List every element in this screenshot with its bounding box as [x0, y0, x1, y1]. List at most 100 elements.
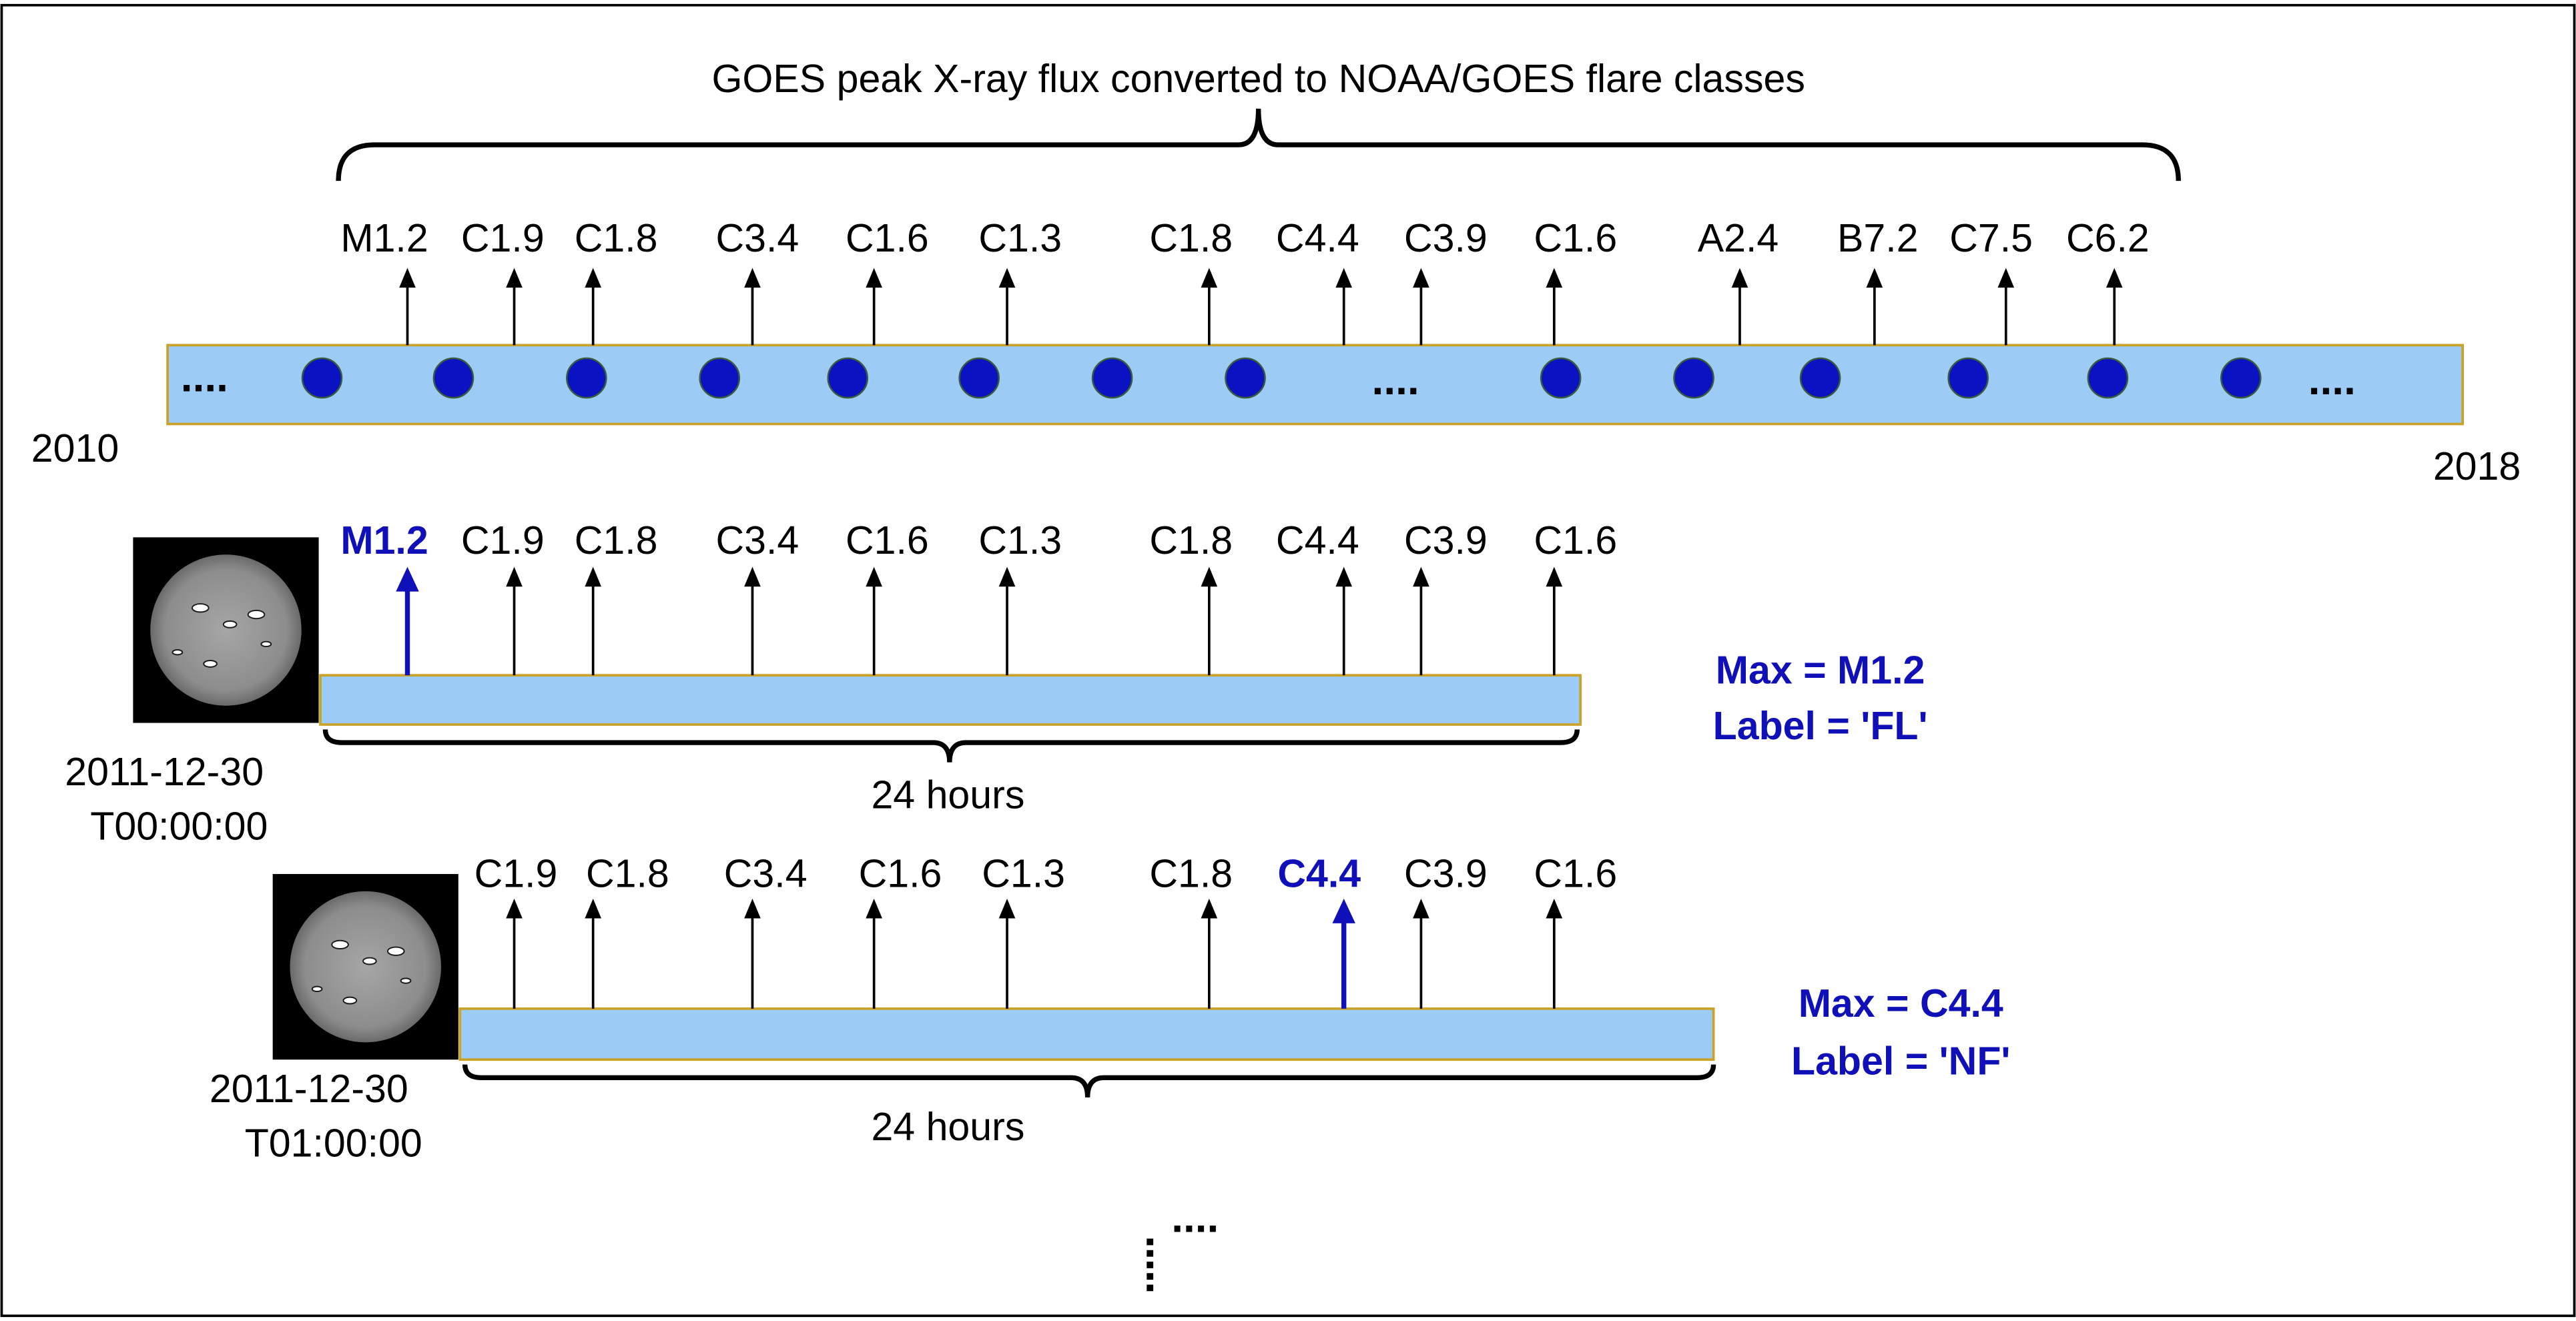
- flare-class-label: C1.8: [1149, 216, 1233, 260]
- window-1-date: 2011-12-30: [65, 750, 264, 794]
- flare-class-label: C1.6: [846, 518, 929, 562]
- sample-dot: [1673, 357, 1714, 399]
- flare-arrow-head: [744, 566, 761, 587]
- timeline-middle-ellipsis: ....: [1372, 356, 1419, 404]
- sample-dot: [699, 357, 741, 399]
- flare-class-label: C1.9: [474, 852, 558, 896]
- flare-class-label: C1.6: [1534, 216, 1617, 260]
- full-timeline-bar: [166, 344, 2464, 426]
- diagram-title: GOES peak X-ray flux converted to NOAA/G…: [711, 57, 1805, 101]
- end-year-label: 2018: [2433, 444, 2521, 488]
- flare-arrow-head: [585, 268, 601, 288]
- sample-dot: [827, 357, 869, 399]
- flare-arrow-head: [998, 268, 1016, 288]
- flare-class-label: C3.9: [1404, 852, 1488, 896]
- flare-class-label: C1.8: [586, 852, 669, 896]
- sample-dot: [1540, 357, 1582, 399]
- flare-arrow-head: [998, 898, 1016, 919]
- window-2-bar: [458, 1007, 1715, 1061]
- window-1-duration: 24 hours: [871, 773, 1024, 817]
- flare-arrow-head: [866, 898, 882, 919]
- max-flare-arrow-head: [396, 566, 419, 592]
- flare-arrow-head: [506, 566, 523, 587]
- flare-class-label: C1.8: [575, 518, 658, 562]
- sample-dot: [2087, 357, 2129, 399]
- sample-dot: [301, 357, 343, 399]
- timeline-flare-arrows: [399, 268, 2123, 346]
- window-2-brace: [462, 1064, 1716, 1097]
- flare-arrow-head: [1335, 566, 1353, 587]
- window-2-max: Max = C4.4: [1799, 981, 2003, 1025]
- flare-class-label: C1.8: [1149, 852, 1233, 896]
- window-2: 2011-12-30 T01:00:00 C1.9 C1.8 C3.4 C1.6 C1.…: [210, 852, 2011, 1166]
- window-1-bar: [319, 674, 1582, 726]
- timeline-start-ellipsis: ....: [181, 352, 228, 400]
- flare-arrow-head: [1866, 268, 1883, 288]
- window-1-max: Max = M1.2: [1716, 648, 1925, 692]
- title-brace: [336, 108, 2181, 181]
- flare-arrow-head: [866, 566, 882, 587]
- flare-class-label: C1.8: [1149, 518, 1233, 562]
- flare-class-label: C1.9: [461, 216, 545, 260]
- flare-arrow-head: [1413, 268, 1429, 288]
- flare-arrow-head: [399, 268, 416, 288]
- flare-arrow-head: [744, 268, 761, 288]
- flare-class-label: M1.2: [340, 216, 428, 260]
- flare-arrow-head: [1201, 268, 1218, 288]
- flare-arrow-head: [866, 268, 882, 288]
- flare-class-label: C1.9: [461, 518, 545, 562]
- flare-class-label: C4.4: [1276, 216, 1359, 260]
- sun-disk-2: [290, 891, 441, 1043]
- max-flare-class-label: M1.2: [340, 518, 428, 562]
- flare-arrow-head: [1546, 268, 1563, 288]
- sample-dot: [1091, 357, 1133, 399]
- sun-disk-1: [150, 554, 302, 706]
- max-flare-arrow-head: [1332, 898, 1355, 923]
- flare-class-label: C3.9: [1404, 216, 1488, 260]
- flare-class-label: C7.5: [1949, 216, 2033, 260]
- window-1-flare-arrows: [396, 566, 1563, 676]
- flare-arrow-head: [585, 898, 601, 919]
- window-2-duration: 24 hours: [871, 1105, 1024, 1149]
- flare-class-label: C1.6: [1534, 518, 1617, 562]
- window-2-time: T01:00:00: [245, 1121, 422, 1165]
- flare-arrow-head: [1997, 268, 2015, 288]
- flare-class-label: C1.6: [859, 852, 942, 896]
- flare-class-label: C1.8: [575, 216, 658, 260]
- flare-arrow-head: [1546, 566, 1563, 587]
- timeline-end-ellipsis: ....: [2308, 356, 2356, 404]
- flare-class-label: C6.2: [2066, 216, 2150, 260]
- window-1-label: Label = 'FL': [1713, 704, 1928, 748]
- flare-class-label: C1.3: [978, 518, 1062, 562]
- flare-arrow-head: [506, 268, 523, 288]
- start-year-label: 2010: [31, 426, 119, 470]
- window-1-time: T00:00:00: [90, 804, 268, 848]
- window-2-date: 2011-12-30: [210, 1067, 408, 1111]
- sample-dot: [1799, 357, 1841, 399]
- flare-arrow-head: [585, 566, 601, 587]
- flare-class-label: B7.2: [1837, 216, 1919, 260]
- flare-class-label: C3.4: [724, 852, 808, 896]
- flare-arrow-head: [506, 898, 523, 919]
- window-2-label: Label = 'NF': [1791, 1039, 2010, 1083]
- flare-class-label: C1.6: [846, 216, 929, 260]
- flare-arrow-head: [1413, 898, 1429, 919]
- max-flare-class-label: C4.4: [1277, 852, 1361, 896]
- diagram-frame: [0, 3, 2576, 1318]
- flare-arrow-head: [998, 566, 1016, 587]
- flare-arrow-head: [1201, 566, 1218, 587]
- window-2-flare-arrows: [506, 898, 1563, 1009]
- sample-dot: [958, 357, 1000, 399]
- flare-arrow-head: [1546, 898, 1563, 919]
- flare-class-label: C4.4: [1276, 518, 1359, 562]
- flare-class-label: C1.3: [982, 852, 1065, 896]
- flare-arrow-head: [1335, 268, 1353, 288]
- flare-class-label: C1.3: [978, 216, 1062, 260]
- flare-class-label: C3.4: [715, 216, 799, 260]
- sun-spots-2: [311, 939, 412, 1005]
- sample-dot: [1225, 357, 1266, 399]
